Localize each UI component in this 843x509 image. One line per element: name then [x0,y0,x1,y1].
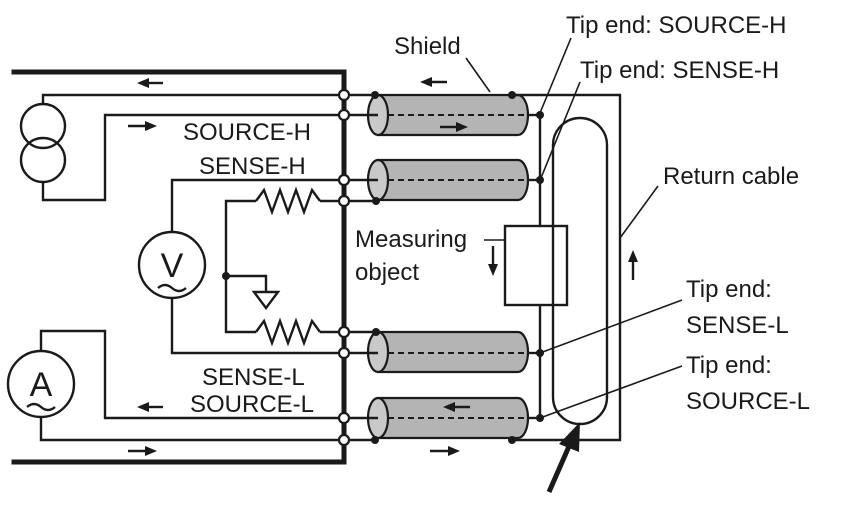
label-measuring-line1: Measuring [355,226,467,253]
measuring-object-box [503,224,569,307]
label-shield: Shield [394,33,461,60]
label-tip-source-l-line2: SOURCE-L [686,388,810,415]
label-measuring-line2: object [355,259,419,286]
label-tip-source-l-line1: Tip end: [686,352,772,379]
ammeter-symbol: A [30,366,53,404]
return-cable-loop [551,116,609,426]
label-tip-source-h: Tip end: SOURCE-H [566,12,787,39]
current-direction-arrows-inside [128,78,163,456]
ammeter-wiring [39,329,344,442]
leader-lines [465,37,683,419]
label-sense-h: SENSE-H [199,153,306,180]
instrument-chassis [11,69,347,465]
label-source-l: SOURCE-L [190,391,314,418]
cable-sense-l [344,328,530,374]
source-h-wiring [41,93,344,202]
pointer-arrow [546,422,580,494]
label-tip-sense-l-line1: Tip end: [686,276,772,303]
ammeter-icon: A [6,349,76,419]
cable-source-l [344,396,530,444]
cable-source-h [344,91,530,137]
current-direction-arrows-outside [420,77,638,456]
current-source-icon [19,102,67,184]
guard-resistor-network [222,186,344,347]
cable-sense-h [344,158,530,205]
label-return-cable: Return cable [663,163,799,190]
label-tip-sense-l-line2: SENSE-L [686,312,789,339]
label-source-h: SOURCE-H [183,119,311,146]
voltmeter-icon: V [137,230,207,300]
voltmeter-wiring [170,178,344,355]
voltmeter-symbol: V [161,247,184,285]
label-tip-sense-h: Tip end: SENSE-H [580,57,779,84]
label-sense-l: SENSE-L [202,364,305,391]
instrument-terminals [337,88,351,447]
measuring-object-circuit [503,111,569,422]
